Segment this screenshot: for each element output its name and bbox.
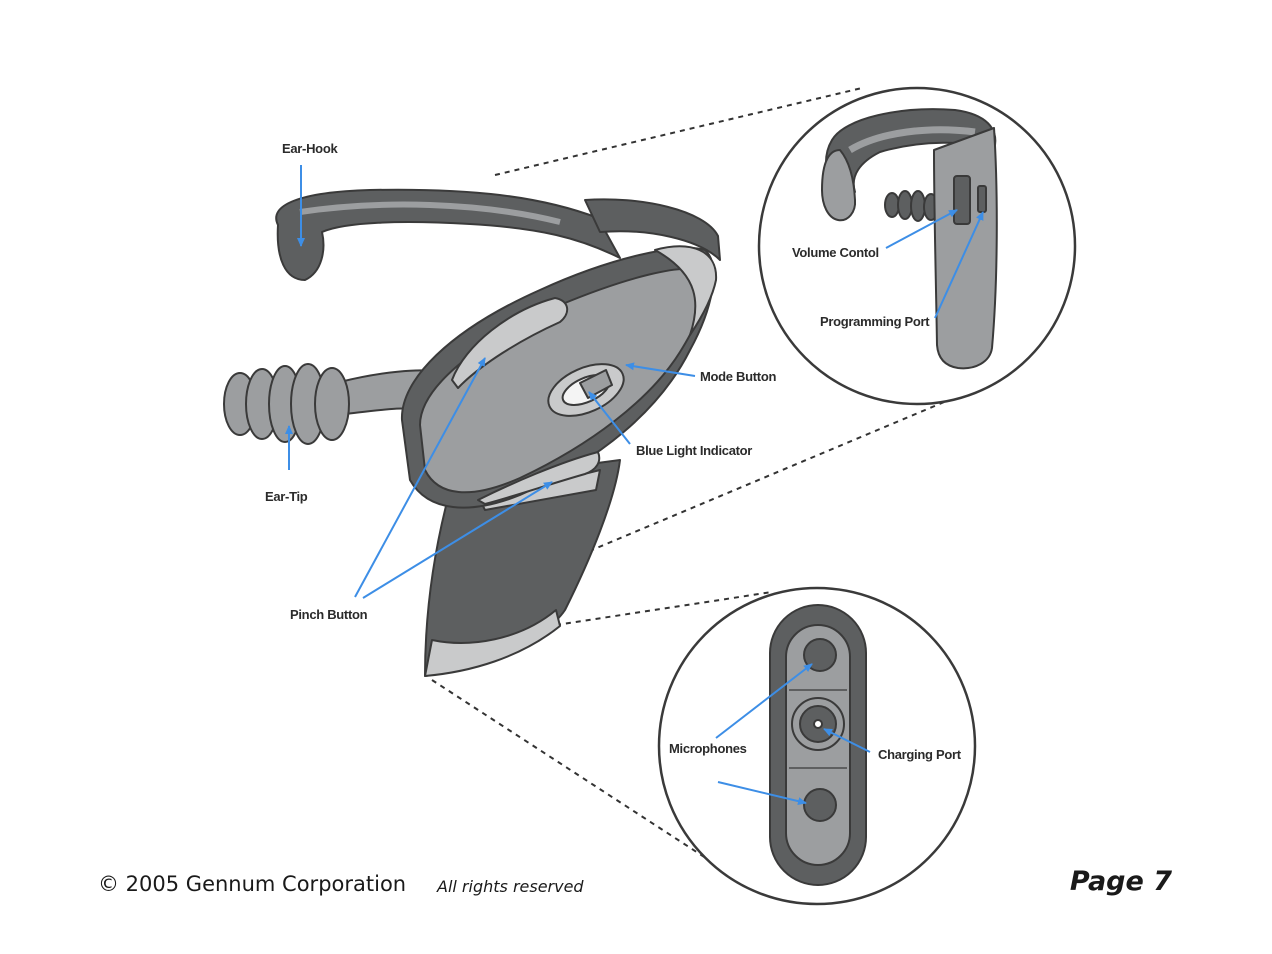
arrow-microphone-upper <box>715 663 813 739</box>
label-mode-button: Mode Button <box>700 369 776 384</box>
label-microphones: Microphones <box>669 741 747 756</box>
label-ear-tip: Ear-Tip <box>265 489 308 504</box>
microphone-lower <box>803 788 837 822</box>
arrow-pinch-upper <box>354 357 486 598</box>
callout-labels: Ear-Hook Ear-Tip Pinch Button Mode Butto… <box>265 141 962 762</box>
volume-control-wheel <box>953 175 971 225</box>
programming-port-slot <box>977 185 987 213</box>
arrow-blue-light <box>588 391 631 445</box>
arrow-mode-button <box>625 362 696 377</box>
headset-illustration <box>223 188 721 677</box>
label-charging-port: Charging Port <box>878 747 962 762</box>
detail-ear-tip <box>884 190 939 222</box>
ear-hook-shape <box>275 188 621 281</box>
label-volume-control: Volume Contol <box>792 245 879 260</box>
arrow-programming-port <box>934 211 984 319</box>
pinch-button-lower <box>477 451 601 505</box>
copyright-text: © 2005 Gennum Corporation <box>98 872 407 896</box>
callout-arrows <box>285 165 984 806</box>
label-blue-light-indicator: Blue Light Indicator <box>636 443 752 458</box>
mode-button-shape <box>547 363 625 417</box>
arrow-volume-control <box>885 209 958 249</box>
arrow-pinch-lower <box>362 481 553 599</box>
label-pinch-button: Pinch Button <box>290 607 368 622</box>
label-programming-port: Programming Port <box>820 314 930 329</box>
ear-tip-shape <box>223 363 350 445</box>
arrow-microphone-lower <box>717 781 807 806</box>
rights-reserved-text: All rights reserved <box>437 877 584 896</box>
detail-circle-top <box>757 86 1077 406</box>
page-number: Page 7 <box>1069 866 1172 897</box>
detail-body-side <box>933 127 998 370</box>
detail-circle-bottom <box>657 586 977 906</box>
label-ear-hook: Ear-Hook <box>282 141 338 156</box>
microphone-upper <box>803 638 837 672</box>
zoom-guide-lines <box>431 87 969 863</box>
arrow-charging-port <box>823 728 871 753</box>
